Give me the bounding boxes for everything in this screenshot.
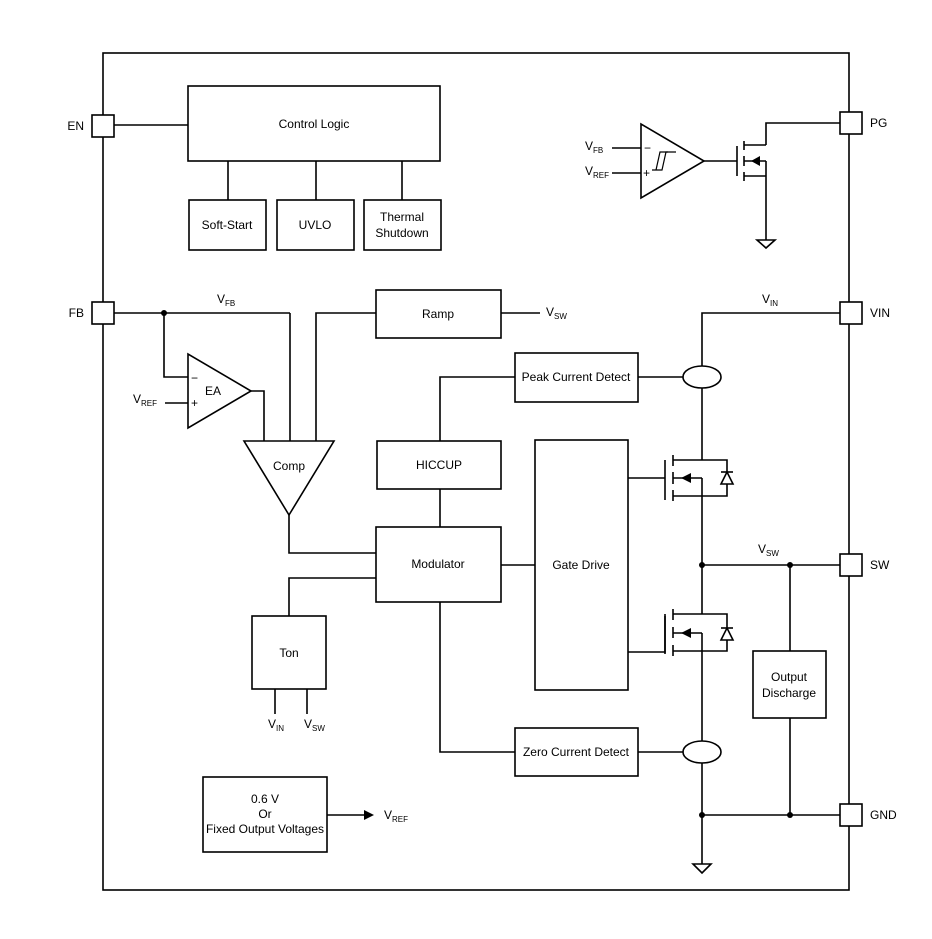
uvlo-block [276,199,355,251]
zero-current-detect-block [514,727,639,777]
vref-gen-label-1: 0.6 V [251,792,279,806]
modulator-label: Modulator [411,557,464,571]
ton-block [251,615,327,690]
pin-vin-label: VIN [870,306,890,320]
pin-en: EN [67,114,115,138]
pin-pg-label: PG [870,116,887,130]
ea-label: EA [205,384,221,398]
output-discharge-label-2: Discharge [762,686,816,700]
thermal-shutdown-block [363,199,442,251]
pin-gnd: GND [839,803,897,827]
pwm-comparator: Comp [242,440,336,517]
zero-current-sense [682,740,722,764]
sw-node-label: VSW [758,542,779,558]
control-logic-label: Control Logic [279,117,350,131]
high-side-mosfet [628,455,702,501]
arrow-right-icon [364,810,374,820]
zero-current-label: Zero Current Detect [523,745,630,759]
hiccup-block [376,440,502,490]
pg-vfb-label: VFB [585,139,603,155]
gate-drive-label: Gate Drive [552,558,610,572]
soft-start-label: Soft-Start [202,218,253,232]
ton-vin-label: VIN [268,717,284,733]
vref-gen-label-3: Fixed Output Voltages [206,822,324,836]
hiccup-label: HICCUP [416,458,462,472]
vref-gen-label-2: Or [258,807,271,821]
vref-output-label: VREF [384,808,408,824]
uvlo-label: UVLO [299,218,332,232]
modulator-block [375,526,502,603]
comp-label: Comp [273,459,305,473]
pin-sw: SW [839,553,890,577]
pg-comp-plus: + [643,166,650,180]
pin-pg: PG [839,111,887,135]
pin-gnd-label: GND [870,808,897,822]
ea-vref-label: VREF [133,392,157,408]
ramp-vsw-label: VSW [546,305,567,321]
peak-current-label: Peak Current Detect [522,370,631,384]
control-logic-block [187,85,441,162]
peak-current-sense [682,365,722,389]
error-amplifier: EA − + [187,352,253,430]
output-discharge-block [752,650,827,719]
ea-plus: + [191,396,198,410]
gate-drive-block [534,439,629,691]
ramp-label: Ramp [422,307,454,321]
ea-minus: − [191,371,198,385]
ground-symbol [691,863,713,875]
vfb-label: VFB [217,292,235,308]
low-side-diode [702,613,735,652]
thermal-label-2: Shutdown [375,226,428,240]
pg-vref-label: VREF [585,164,609,180]
pg-mosfet [736,141,766,181]
vin-rail-label: VIN [762,292,778,308]
ton-vsw-label: VSW [304,717,325,733]
low-side-mosfet [628,609,702,656]
pin-fb: FB [69,301,115,325]
ramp-block [375,289,502,339]
pin-en-label: EN [67,119,84,133]
pg-comparator [640,122,706,200]
thermal-label-1: Thermal [380,210,424,224]
pin-sw-label: SW [870,558,890,572]
output-discharge-label-1: Output [771,670,808,684]
ground-symbol [754,239,778,250]
high-side-diode [702,459,735,497]
ton-label: Ton [279,646,298,660]
pin-fb-label: FB [69,306,84,320]
chip-boundary [102,52,850,891]
pin-vin: VIN [839,301,890,325]
soft-start-block [188,199,267,251]
pg-comp-minus: − [644,141,651,155]
